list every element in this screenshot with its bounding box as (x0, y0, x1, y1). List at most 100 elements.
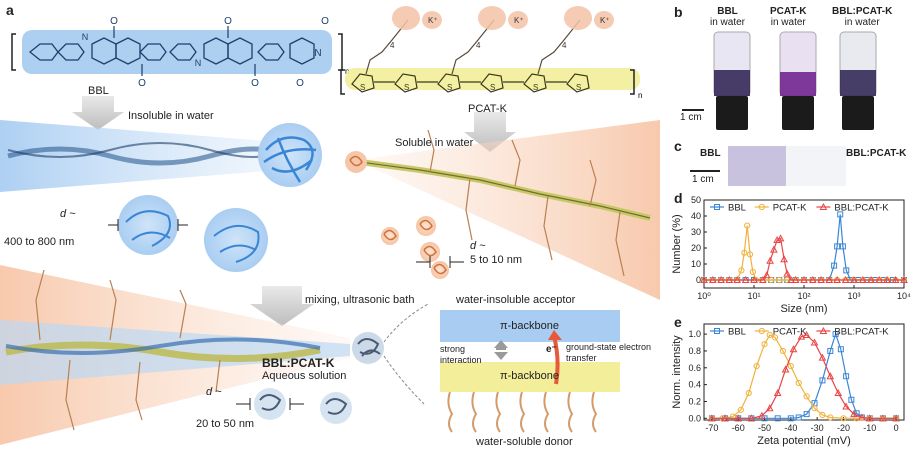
x-tick-label: -40 (784, 423, 797, 433)
legend-marker (714, 328, 720, 334)
data-point-BBL:PCAT-K (858, 413, 866, 421)
data-point-PCAT-K (827, 414, 834, 421)
data-point-PCAT-K (787, 363, 794, 370)
bbl-name-label: BBL (88, 85, 109, 97)
series-line-BBL (704, 214, 904, 281)
data-point-BBL:PCAT-K (733, 275, 741, 283)
sub4-3: 4 (562, 41, 567, 50)
series-line-PCAT-K (704, 225, 904, 281)
data-point-BBL (774, 415, 781, 422)
data-point-PCAT-K (753, 363, 760, 370)
data-point-PCAT-K (761, 341, 768, 348)
svg-text:S: S (447, 83, 452, 92)
data-point-BBL:PCAT-K (800, 275, 808, 283)
sub4-2: 4 (476, 41, 481, 50)
data-point-BBL:PCAT-K (700, 275, 708, 283)
data-point-BBL:PCAT-K (810, 338, 819, 346)
data-point-BBL (834, 243, 841, 250)
data-point-BBL (837, 211, 844, 218)
data-point-BBL:PCAT-K (834, 389, 843, 397)
mixing-label: mixing, ultrasonic bath (305, 294, 415, 306)
data-point-PCAT-K (737, 406, 744, 413)
data-point-BBL:PCAT-K (773, 389, 782, 397)
data-point-BBL:PCAT-K (717, 275, 725, 283)
svg-text:O: O (296, 78, 304, 89)
x-tick-label: -60 (732, 423, 745, 433)
pcatk-size-label: 5 to 10 nm (470, 254, 522, 266)
data-point-BBL:PCAT-K (765, 404, 774, 412)
data-point-BBL (837, 346, 844, 353)
insoluble-label: Insoluble in water (128, 110, 214, 122)
x-tick-label: -30 (811, 423, 824, 433)
legend-label: BBL:PCAT-K (834, 327, 889, 338)
blend-sub-label: Aqueous solution (262, 370, 347, 382)
data-point-PCAT-K (819, 411, 826, 419)
interaction-diagram (440, 310, 620, 433)
x-tick-label: 0 (894, 423, 899, 433)
data-point-BBL (832, 331, 839, 338)
y-axis-label: Norm. intensity (671, 335, 683, 409)
data-point-PCAT-K (811, 405, 818, 412)
blend-particles (236, 388, 352, 424)
bbl-aggregate-cone (0, 120, 322, 192)
vial-1-name: BBL (717, 6, 738, 17)
data-point-PCAT-K (803, 393, 810, 400)
y-tick-label: 0.6 (688, 363, 701, 373)
data-point-BBL:PCAT-K (900, 275, 908, 283)
data-point-BBL (843, 373, 850, 380)
data-point-BBL (848, 396, 855, 403)
data-point-BBL:PCAT-K (875, 275, 884, 283)
data-point-BBL (831, 262, 838, 269)
data-point-BBL:PCAT-K (797, 332, 806, 340)
legend-label: BBL:PCAT-K (834, 203, 889, 214)
panel-c-scale-label: 1 cm (692, 174, 714, 185)
data-point-PCAT-K (741, 249, 748, 256)
x-tick-label: 10⁴ (897, 291, 911, 301)
data-point-PCAT-K (795, 379, 802, 387)
data-point-BBL:PCAT-K (850, 275, 858, 283)
legend-label: PCAT-K (773, 203, 807, 214)
legend-marker (714, 204, 720, 210)
y-tick-label: 50 (691, 195, 701, 205)
svg-text:O: O (224, 16, 232, 27)
data-point-BBL:PCAT-K (741, 275, 750, 283)
k-ion-2: K⁺ (514, 16, 524, 25)
data-point-PCAT-K (738, 267, 745, 274)
data-point-BBL:PCAT-K (883, 275, 891, 283)
film-blend-label: BBL:PCAT-K (846, 148, 907, 159)
data-point-BBL:PCAT-K (867, 275, 875, 283)
backbone-top-label: π-backbone (500, 320, 559, 332)
transfer-label: ground-state electron transfer (566, 342, 652, 363)
svg-text:S: S (533, 83, 538, 92)
vial-2-caption: PCAT-K in water (770, 6, 806, 28)
data-point-BBL:PCAT-K (787, 275, 795, 283)
data-point-BBL:PCAT-K (747, 414, 756, 422)
svg-text:N: N (314, 48, 321, 59)
interaction-label: strong interaction (440, 344, 482, 365)
x-axis-label: Zeta potential (mV) (757, 435, 851, 447)
data-point-BBL:PCAT-K (879, 414, 887, 422)
data-point-BBL:PCAT-K (841, 275, 850, 283)
panel-e-label: e (674, 314, 682, 330)
svg-text:O: O (251, 78, 259, 89)
svg-text:O: O (138, 78, 146, 89)
x-tick-label: -20 (837, 423, 850, 433)
data-point-BBL:PCAT-K (818, 353, 827, 361)
data-point-BBL:PCAT-K (721, 414, 729, 422)
data-point-BBL:PCAT-K (776, 234, 785, 242)
data-point-BBL (803, 411, 810, 418)
y-axis-label: Number (%) (671, 214, 683, 273)
blend-name-label: BBL:PCAT-K (262, 356, 335, 370)
pcatk-name-label: PCAT-K (468, 103, 507, 115)
pcatk-d-symbol: d ~ (470, 240, 486, 252)
backbone-bottom-label: π-backbone (500, 370, 559, 382)
panel-c-scalebar (690, 170, 720, 172)
legend-label: BBL (728, 327, 746, 338)
legend-label: BBL (728, 203, 746, 214)
series-line-BBL:PCAT-K (704, 237, 904, 281)
data-point-BBL (843, 267, 850, 274)
vial-blend (839, 31, 877, 130)
data-point-BBL:PCAT-K (708, 414, 716, 422)
